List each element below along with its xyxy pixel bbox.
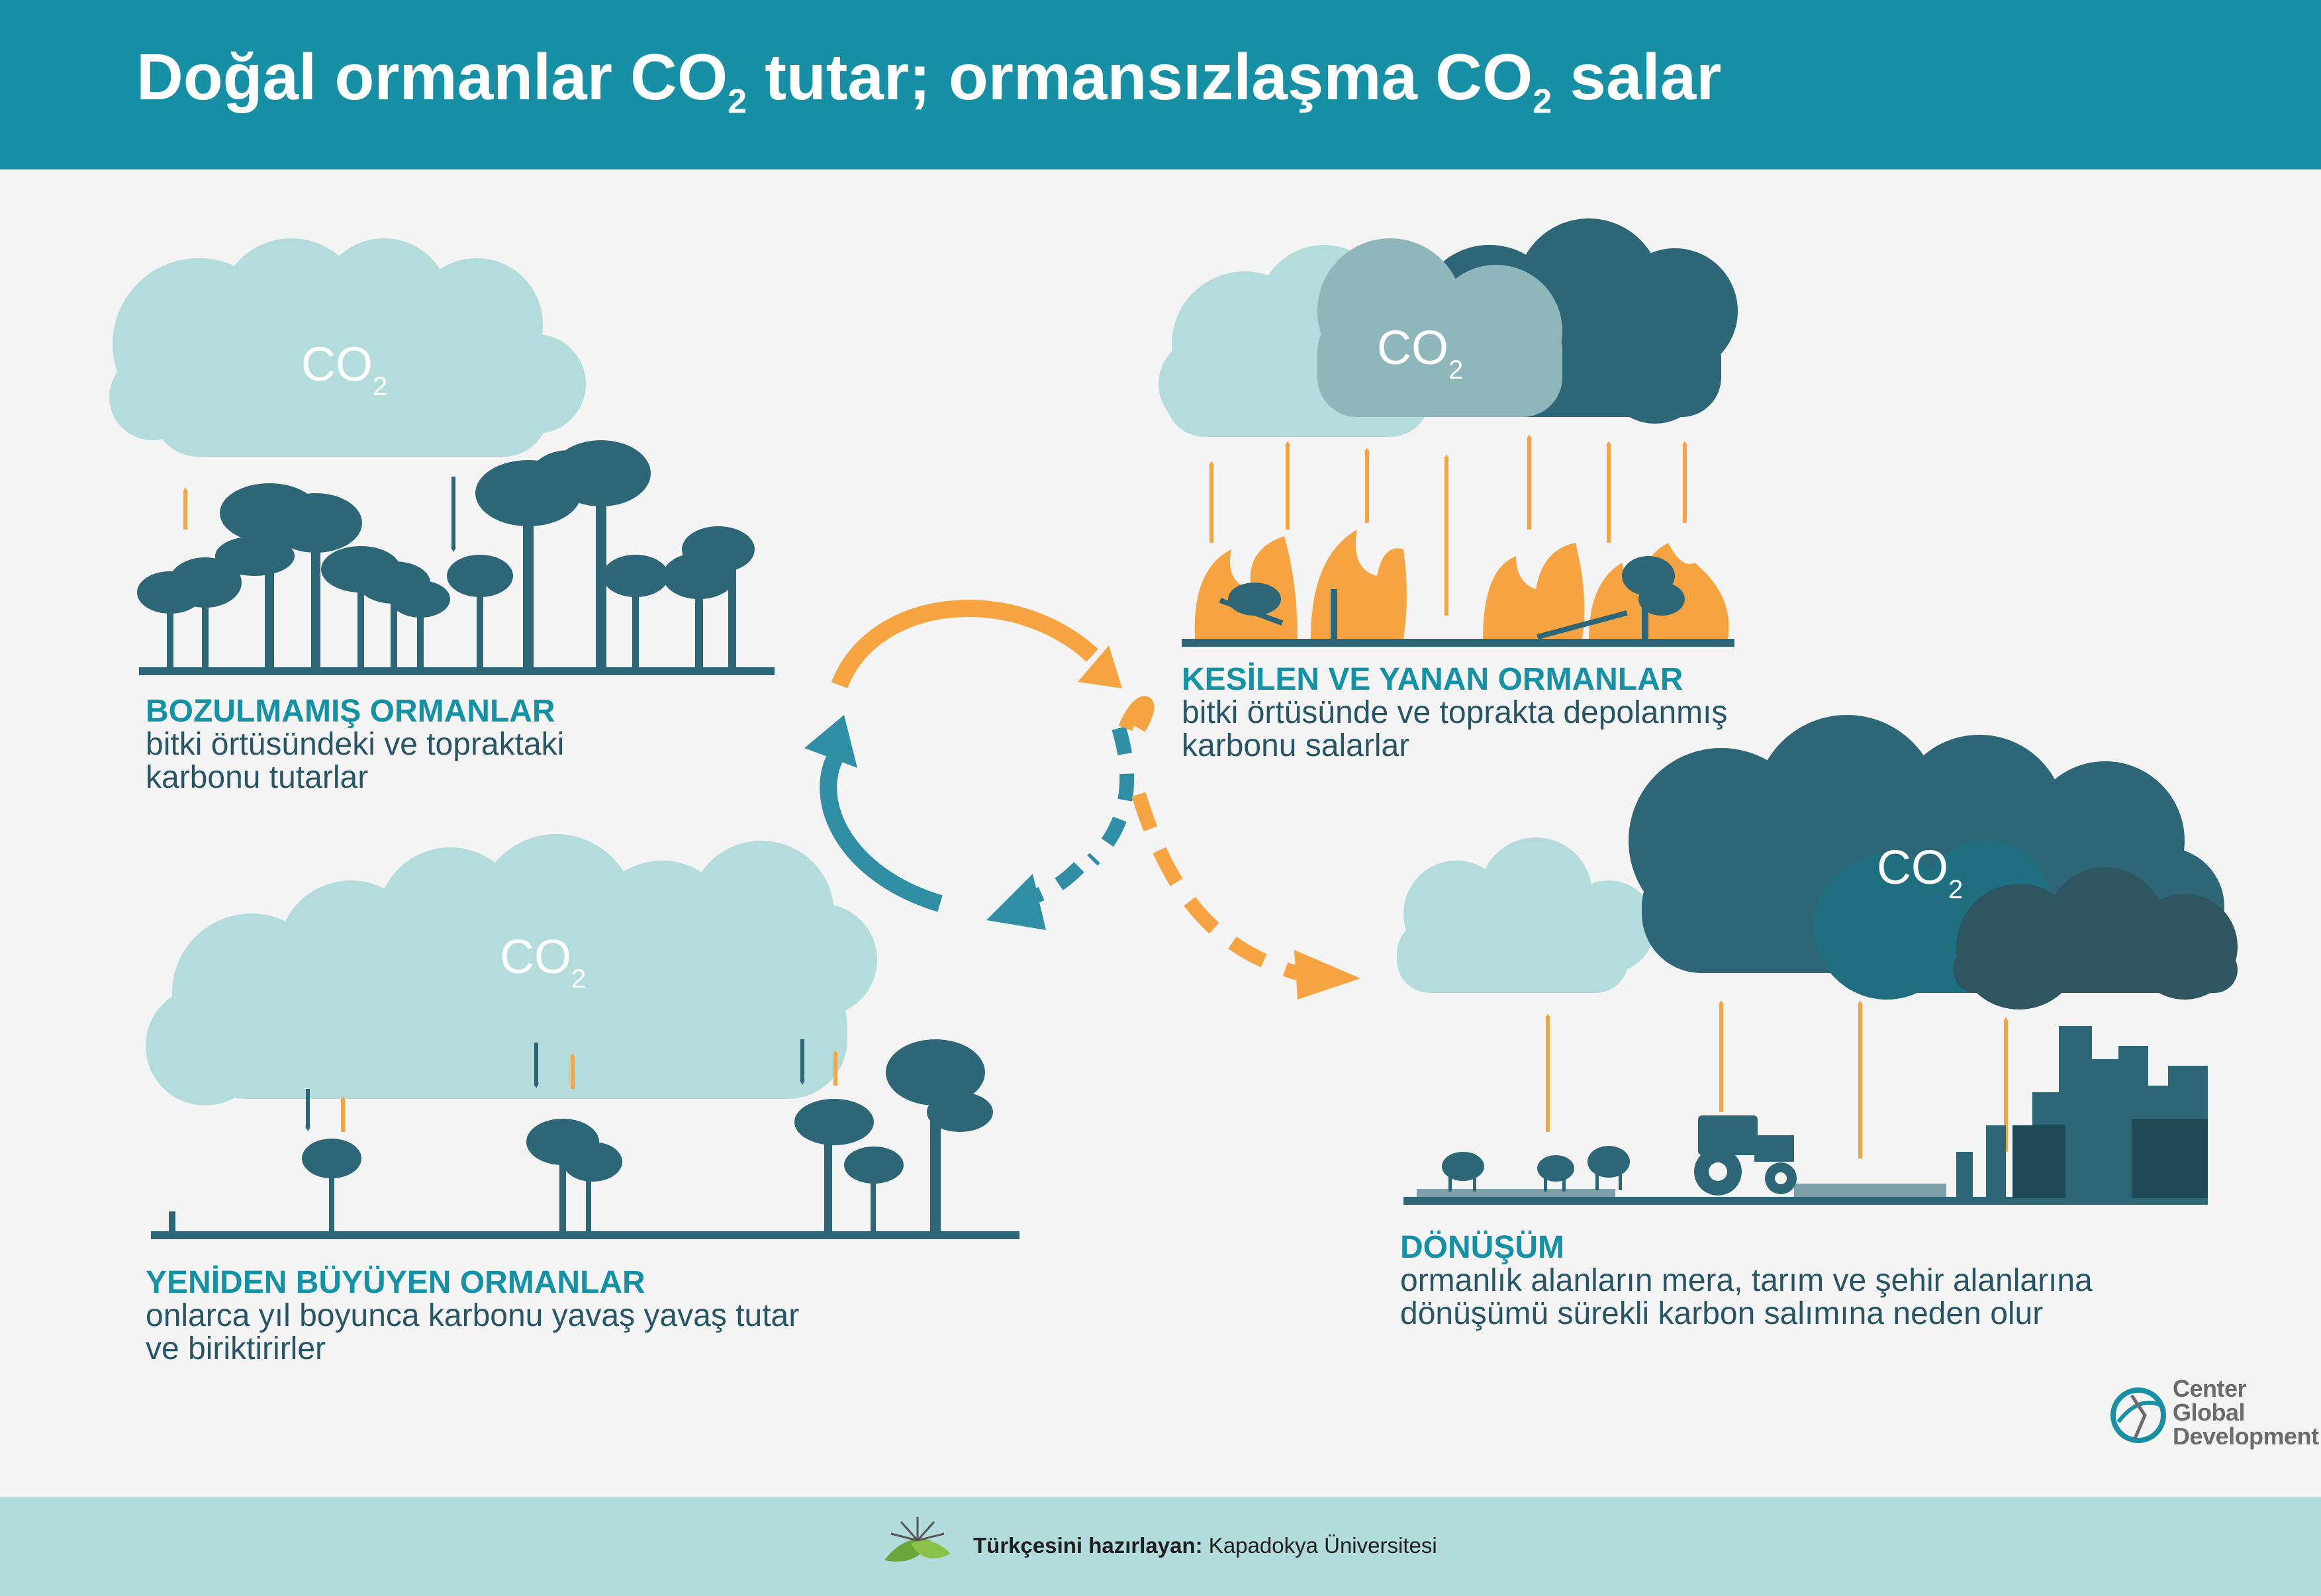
caption-heading: KESİLEN VE YANAN ORMANLAR bbox=[1182, 662, 1683, 697]
tractor-icon bbox=[1694, 1115, 1797, 1196]
sheep-icon bbox=[1537, 1155, 1574, 1192]
footer-bar: Türkçesini hazırlayan: Kapadokya Ünivers… bbox=[0, 1497, 2321, 1596]
caption-body: ormanlık alanların mera, tarım ve şehir … bbox=[1400, 1263, 2093, 1331]
sheep-icon bbox=[1442, 1152, 1484, 1192]
forest-intact bbox=[137, 440, 775, 675]
co2-label-burning: CO2 bbox=[1377, 322, 1463, 385]
co2-label-conversion: CO2 bbox=[1877, 841, 1963, 904]
page-title: Doğal ormanlar CO2 tutar; ormansızlaşma … bbox=[136, 40, 1722, 121]
caption-heading: BOZULMAMIŞ ORMANLAR bbox=[146, 694, 555, 729]
university-logo-icon bbox=[884, 1517, 951, 1562]
cycle-arrows bbox=[804, 600, 1360, 1000]
caption-conversion: DÖNÜŞÜM ormanlık alanların mera, tarım v… bbox=[1400, 1231, 2093, 1331]
caption-body: onlarca yıl boyunca karbonu yavaş yavaş … bbox=[146, 1298, 800, 1366]
cloud-regrowing bbox=[146, 834, 877, 1105]
forest-regrowing bbox=[151, 1039, 1019, 1239]
cgd-logo-text: Center Global Development bbox=[2173, 1375, 2319, 1450]
caption-cleared: KESİLEN VE YANAN ORMANLAR bitki örtüsünd… bbox=[1182, 663, 1727, 763]
footer-credit: Türkçesini hazırlayan: Kapadokya Ünivers… bbox=[973, 1533, 1437, 1558]
caption-body: bitki örtüsündeki ve topraktaki karbonu … bbox=[146, 727, 565, 795]
release-arrows-conversion bbox=[1545, 1000, 2009, 1158]
co2-label-intact: CO2 bbox=[301, 338, 387, 401]
felled-trees bbox=[1219, 556, 1685, 639]
exchange-arrows-regrowing bbox=[305, 1039, 838, 1132]
cloud-intact bbox=[109, 238, 586, 457]
caption-body: bitki örtüsünde ve toprakta depolanmış k… bbox=[1182, 695, 1728, 763]
caption-heading: YENİDEN BÜYÜYEN ORMANLAR bbox=[146, 1265, 645, 1300]
ground-burning bbox=[1182, 639, 1734, 647]
caption-regrowing: YENİDEN BÜYÜYEN ORMANLAR onlarca yıl boy… bbox=[146, 1266, 799, 1366]
cloud-conversion-light bbox=[1397, 837, 1655, 993]
land-use-scene bbox=[1403, 1026, 2208, 1205]
sheep-icon bbox=[1587, 1146, 1630, 1190]
cloud-conversion-smoke bbox=[1953, 867, 2238, 1009]
header-bar: Doğal ormanlar CO2 tutar; ormansızlaşma … bbox=[0, 0, 2321, 169]
crop-rows bbox=[1417, 1184, 1946, 1197]
caption-heading: DÖNÜŞÜM bbox=[1400, 1230, 1564, 1265]
cgd-logo: Center Global Development bbox=[2105, 1377, 2319, 1470]
co2-label-regrowing: CO2 bbox=[500, 931, 586, 994]
globe-icon bbox=[2110, 1387, 2166, 1443]
release-arrows-burning bbox=[1209, 434, 1687, 616]
cloud-burning-mid bbox=[1317, 238, 1562, 417]
caption-intact: BOZULMAMIŞ ORMANLAR bitki örtüsündeki ve… bbox=[146, 695, 564, 794]
